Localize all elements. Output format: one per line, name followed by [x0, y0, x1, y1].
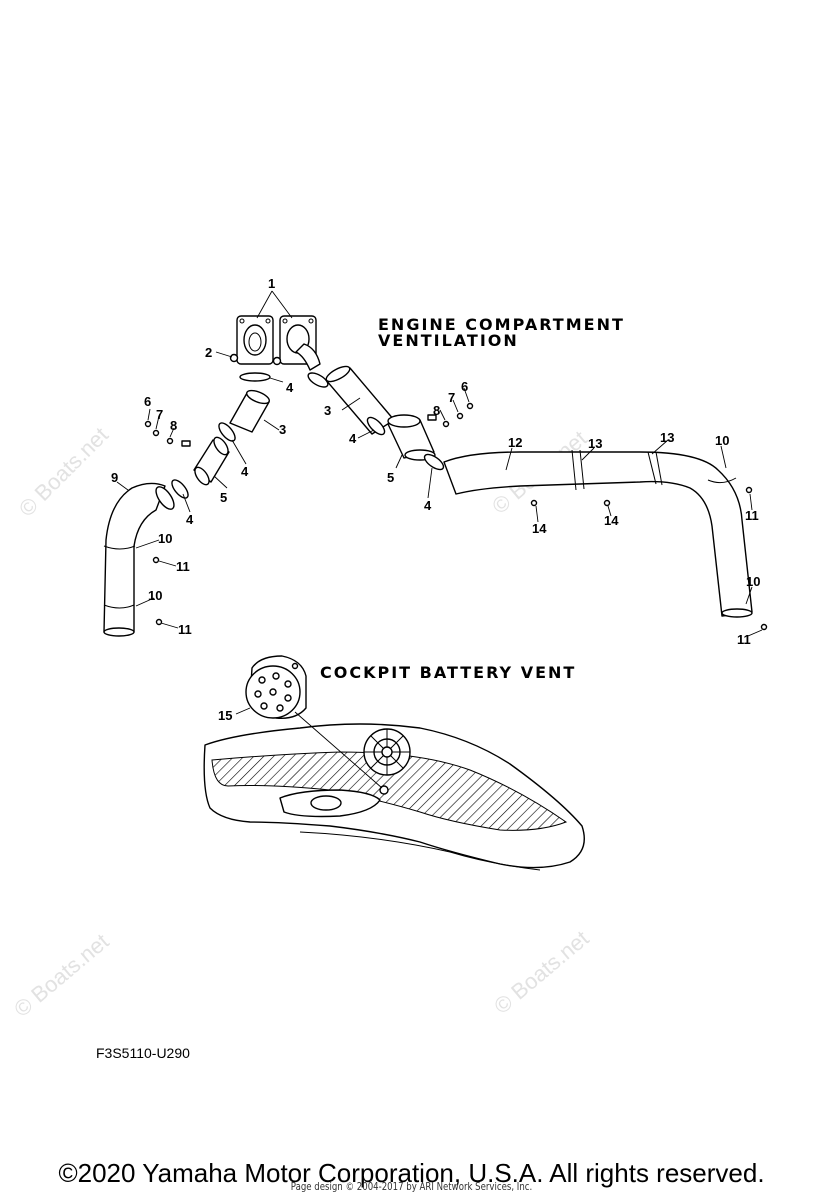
hose-clamp-4b	[218, 422, 236, 442]
callout-13-a: 13	[588, 436, 602, 451]
pipe-connector-5-left	[181, 436, 230, 486]
pipe-connector-5-right	[387, 414, 437, 461]
callout-7-right: 7	[448, 390, 455, 405]
callout-4-b: 4	[241, 464, 249, 479]
callout-11-d: 11	[737, 632, 751, 647]
hose-12	[443, 449, 753, 618]
callout-7-left: 7	[156, 407, 163, 422]
battery-vent-cap-15	[245, 655, 307, 719]
clamp-screws-11-right	[745, 486, 768, 631]
heading-engine-ventilation-line1: ENGINE COMPARTMENT	[378, 315, 625, 334]
screw-2	[229, 353, 282, 366]
heading-cockpit-battery-vent: COCKPIT BATTERY VENT	[320, 663, 576, 682]
hose-clamp-4a	[239, 372, 271, 382]
duct-3-left	[229, 389, 270, 433]
clamp-screws-14	[530, 499, 611, 507]
callout-4-a: 4	[286, 380, 294, 395]
callout-numbers: 1 2 3 3 4 4 4 4 4 5 5 6 6 7 7 8 8 9 10 1…	[111, 276, 760, 723]
callout-10-a: 10	[158, 531, 172, 546]
hose-9	[103, 482, 175, 637]
callout-5-right: 5	[387, 470, 394, 485]
callout-15: 15	[218, 708, 232, 723]
screw-6-7-8-right	[442, 402, 474, 428]
callout-4-e: 4	[424, 498, 432, 513]
callout-10-b: 10	[148, 588, 162, 603]
hose-clamp-4c	[171, 479, 189, 499]
vent-cover-right	[279, 315, 321, 371]
callout-11-a: 11	[176, 559, 190, 574]
callout-4-d: 4	[349, 431, 357, 446]
watermark-bottom-right: © Boats.net	[489, 926, 593, 1019]
callout-10-d: 10	[746, 574, 760, 589]
callout-8-right: 8	[433, 403, 440, 418]
watermark-bottom-left: © Boats.net	[9, 929, 113, 1022]
watercraft-hull	[203, 723, 585, 871]
watermark-left: © Boats.net	[14, 422, 113, 521]
callout-14-a: 14	[532, 521, 547, 536]
callout-14-b: 14	[604, 513, 619, 528]
page-design-credit: Page design © 2004-2017 by ARI Network S…	[290, 1180, 533, 1193]
callout-5-left: 5	[220, 490, 227, 505]
callout-3-left: 3	[279, 422, 286, 437]
clamp-screws-11-left	[152, 556, 163, 626]
hose-clamp-4d	[307, 372, 329, 388]
callout-2: 2	[205, 345, 212, 360]
hose-clamp-4f	[423, 453, 445, 471]
callout-4-c: 4	[186, 512, 194, 527]
callout-10-c: 10	[715, 433, 729, 448]
callout-11-b: 11	[178, 622, 192, 637]
callout-6-left: 6	[144, 394, 151, 409]
callout-12: 12	[508, 435, 522, 450]
figure-code: F3S5110-U290	[96, 1045, 190, 1061]
callout-1: 1	[268, 276, 275, 291]
leader-lines	[116, 290, 763, 789]
vent-grille-fan	[363, 728, 411, 776]
callout-6-right: 6	[461, 379, 468, 394]
copyright-notice: ©2020 Yamaha Motor Corporation, U.S.A. A…	[58, 1158, 765, 1188]
screw-6-7-8-left	[144, 420, 174, 445]
vent-cover-left	[236, 315, 274, 365]
callout-8-left: 8	[170, 418, 177, 433]
callout-13-b: 13	[660, 430, 674, 445]
hose-clamp-4e	[366, 416, 386, 436]
heading-engine-ventilation-line2: VENTILATION	[378, 331, 519, 350]
callout-11-c: 11	[745, 508, 759, 523]
callout-9: 9	[111, 470, 118, 485]
callout-3-right: 3	[324, 403, 331, 418]
